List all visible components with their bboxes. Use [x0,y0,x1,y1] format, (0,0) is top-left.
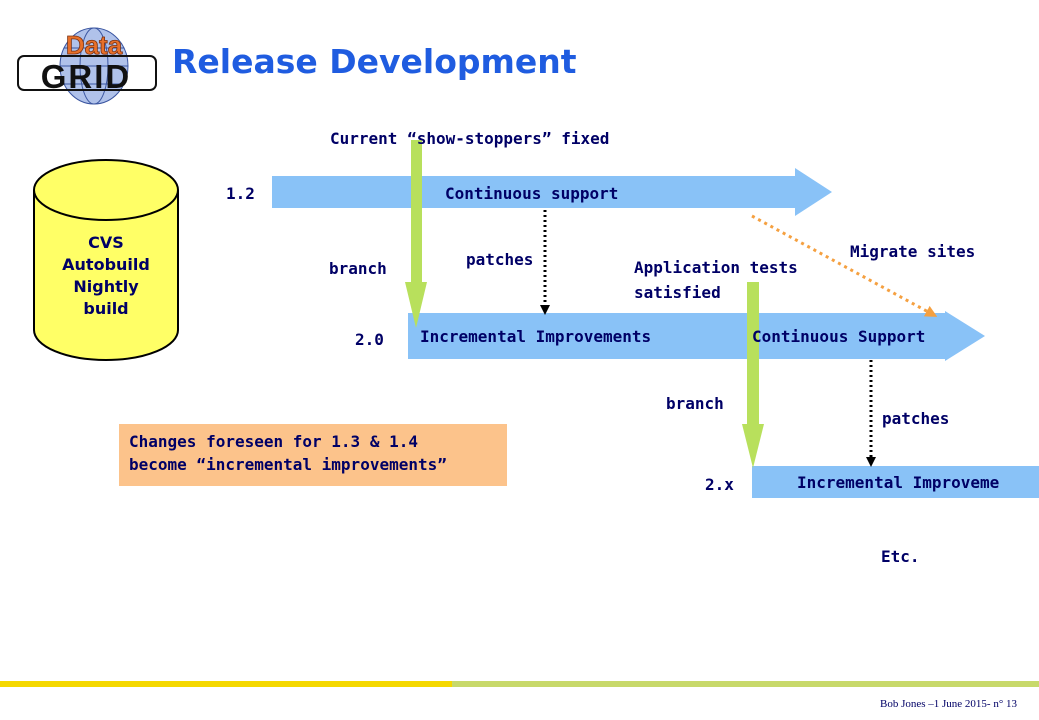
incremental-improvements-2-0-label: Incremental Improvements [420,327,652,346]
version-2-x-label: 2.x [705,475,734,494]
patches-label-1: patches [466,250,534,269]
branch-label-2: branch [666,394,724,413]
patches-label-2: patches [882,409,950,428]
etc-label: Etc. [881,547,920,566]
application-tests-satisfied-label: satisfied [634,283,721,302]
version-2-0-label: 2.0 [355,330,384,349]
incremental-improvements-2-x-label: Incremental Improveme [797,473,1000,492]
continuous-support-2-0-label: Continuous Support [752,327,926,346]
repo-line-autobuild: Autobuild [62,255,150,274]
migrate-sites-arrow [751,214,938,317]
migrate-sites-label: Migrate sites [850,242,976,261]
cvs-repository-label: CVS Autobuild Nightly build [38,232,174,320]
repo-line-build: build [83,299,129,318]
current-showstoppers-label: Current “show-stoppers” fixed [330,129,610,148]
changes-note-line-1: Changes foreseen for 1.3 & 1.4 [129,432,418,451]
application-tests-label: Application tests [634,258,798,277]
continuous-support-1-2-label: Continuous support [445,184,619,203]
timeline-2-0-arrow [408,311,985,361]
page-title: Release Development [172,42,577,81]
branch-arrow-1 [405,140,427,328]
version-1-2-label: 1.2 [226,184,255,203]
footer-bar-right [452,681,1039,687]
changes-note-box: Changes foreseen for 1.3 & 1.4 become “i… [119,424,507,486]
slide-footer: Bob Jones –1 June 2015- n° 13 [879,698,1017,710]
branch-arrow-2 [742,282,764,468]
repo-line-cvs: CVS [88,233,124,252]
timeline-2-x-bar [752,466,1039,498]
svg-text:GRID: GRID [41,58,132,95]
footer-bar-left [0,681,452,687]
changes-note-line-2: become “incremental improvements” [129,455,447,474]
cvs-repository-cylinder [33,159,179,361]
branch-label-1: branch [329,259,387,278]
svg-text:Data: Data [66,30,123,60]
datagrid-logo: GRID Data [14,24,164,108]
repo-line-nightly: Nightly [73,277,139,296]
